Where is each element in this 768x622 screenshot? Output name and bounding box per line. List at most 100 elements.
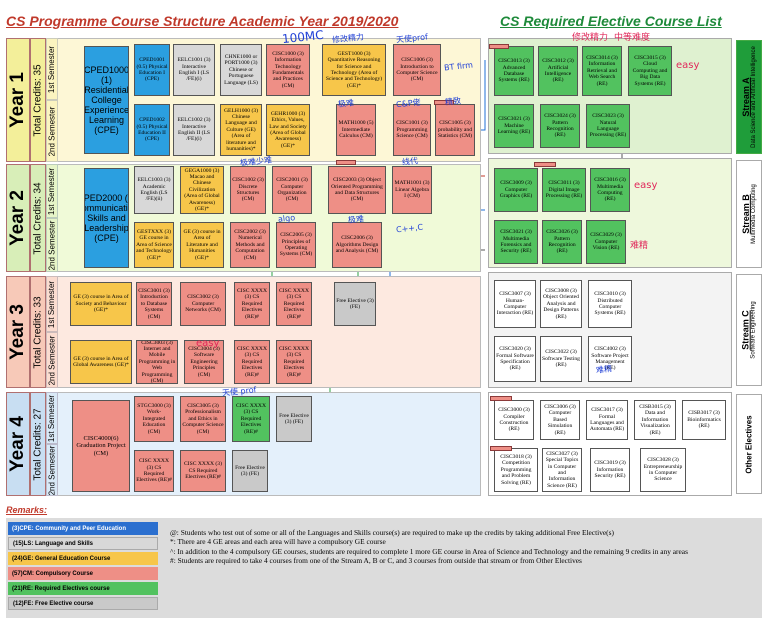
course-box: CISC3005 (3) Professionalism and Ethics … <box>180 396 226 442</box>
legend-ge: (24)GE: General Education Course <box>8 552 158 565</box>
course-box: CISC3001 (3) Introduction to Database Sy… <box>136 282 172 326</box>
course-box: EELC1003 (3) Academic English (LS /FE)(i… <box>134 166 174 214</box>
year2-label-box: Year 2 <box>6 164 30 272</box>
handwritten-note: 极难 <box>347 214 365 225</box>
elective-box: CISC3020 (3) Formal Software Specificati… <box>494 336 536 382</box>
course-box: CISC2003 (3) Object Oriented Programming… <box>328 166 386 214</box>
legend-ls: (15)LS: Language and Skills <box>8 537 158 550</box>
year4-label-box: Year 4 <box>6 392 30 496</box>
semester-label: 1st Semester <box>47 394 57 442</box>
credits-label: Total Credits: 34 <box>32 181 44 255</box>
handwritten-note: 中等难度 <box>614 33 651 43</box>
course-box: GEHR1000 (3) Ethics, Values, Law and Soc… <box>266 104 310 156</box>
course-code-tag <box>434 100 454 105</box>
stream-subtitle: Multimedia Computing <box>751 184 758 244</box>
course-box: GESTXXX (3) GE course in Area of Science… <box>134 222 174 268</box>
elective-box: CISC3026 (3) Pattern Recognition (RE) <box>542 220 582 264</box>
cped2000-box: CPED2000 (1) Communication Skills and Le… <box>84 168 129 268</box>
elective-box: CISC3010 (3) Distributed Computer System… <box>588 280 632 328</box>
course-box: CISC1005 (3) probability and Statistics … <box>435 104 475 156</box>
course-box: EELC1001 (3) Interactive English I (LS /… <box>173 44 215 96</box>
course-box: CISC1002 (3) Discrete Structures (CM) <box>230 166 266 214</box>
year1-sem2: 2nd Semester <box>46 100 58 162</box>
year4-sem2: 2nd Semester <box>46 444 58 496</box>
stream-name: Stream C <box>741 310 751 350</box>
remark-note: *: There are 4 GE areas and each area wi… <box>170 537 386 547</box>
elective-box: CISC3021 (3) Multimedia Forensics and Se… <box>494 220 538 264</box>
stream-subtitle: Data Science and Artificial Intelligence <box>751 46 758 148</box>
year-label: Year 2 <box>7 190 28 246</box>
legend-fe: (12)FE: Free Elective course <box>8 597 158 610</box>
course-box: MATH1001 (3) Linear Algebra I (CM) <box>392 166 432 214</box>
course-box: CISC1006 (3) Introduction to Computer Sc… <box>393 44 441 96</box>
year4-sem1: 1st Semester <box>46 392 58 444</box>
year3-credits-box: Total Credits: 33 <box>30 276 46 388</box>
semester-label: 2nd Semester <box>47 106 57 156</box>
year-label: Year 1 <box>7 72 28 128</box>
elective-box: CISC3028 (3) Entrepreneurship in Compute… <box>640 448 686 492</box>
course-box: GEST1000 (3) Quantitative Reasoning for … <box>322 44 386 96</box>
year1-credits-box: Total Credits: 35 <box>30 38 46 162</box>
course-box: CISC2001 (3) Computer Organization (CM) <box>272 166 312 214</box>
course-box: CHNE1000 or PORT1000 (3) Chinese or Port… <box>220 44 262 96</box>
course-box: CISC XXXX (3) CS Required Electives (RE)… <box>276 282 312 326</box>
remarks-notes: @: Students who test out of some or all … <box>170 528 760 566</box>
course-code-tag <box>534 162 556 167</box>
cped1000-box: CPED1000 (1) Residential College Experie… <box>84 46 129 154</box>
course-box: CISC3003 (3) Internet and Mobile Program… <box>136 340 178 384</box>
elective-box: CISC3012 (3) Artificial Intelligence (RE… <box>538 46 578 96</box>
stream-name: Stream B <box>741 194 752 234</box>
semester-label: 2nd Semester <box>47 445 57 495</box>
page-title: CS Programme Course Structure Academic Y… <box>6 13 399 29</box>
course-box: GEGA1000 (3) Macao and Chinese Civilizat… <box>180 166 224 214</box>
elective-box: CISC3022 (3) Software Testing (RE) <box>540 336 582 382</box>
course-box: CISC2002 (3) Numerical Methods and Compu… <box>230 222 270 268</box>
course-box: CISC2006 (3) Algorithms Design and Analy… <box>332 222 382 268</box>
handwritten-note: easy <box>676 60 700 71</box>
elective-box: CISC3007 (3) Human-Computer Interaction … <box>494 280 536 328</box>
course-box: CISC2005 (3) Principles of Operating Sys… <box>276 222 316 268</box>
course-box: GE (3) course in Area of Literature and … <box>180 222 224 268</box>
handwritten-note: easy <box>634 180 658 191</box>
elective-box: CISC3023 (3) Natural Language Processing… <box>586 104 630 148</box>
elective-list-title: CS Required Elective Course List <box>500 13 722 29</box>
course-box: CISC XXXX (3) CS Required Electives (RE)… <box>234 340 270 384</box>
course-code-tag <box>336 160 356 165</box>
course-box: Free Elective (3) (FE) <box>334 282 376 326</box>
year2-credits-box: Total Credits: 34 <box>30 164 46 272</box>
elective-box: CISC4002 (3) Software Project Management… <box>588 336 632 382</box>
elective-box: CISC3021 (3) Machine Learning (RE) <box>494 104 534 148</box>
elective-box: CISB3017 (3) Bioinformatics (RE) <box>682 400 726 440</box>
handwritten-note: 修改精力 <box>572 33 609 43</box>
elective-box: CISC3018 (3) Competition Programming and… <box>494 448 538 492</box>
course-box: CPED1001 (0.5) Physical Education I (CPE… <box>134 44 170 96</box>
elective-box: CISC3000 (3) Compiler Construction (RE) <box>494 400 534 440</box>
course-code-tag <box>490 446 512 451</box>
course-box: CISC XXXX (3) CS Required Electives (RE)… <box>234 282 270 326</box>
course-box: EELC1002 (3) Interactive English II (LS … <box>173 104 215 156</box>
course-box: Free Elective (3) (FE) <box>276 396 312 442</box>
legend-cm: (57)CM: Compulsory Course <box>8 567 158 580</box>
other-electives-label: Other Electives <box>736 394 762 494</box>
year2-sem1: 1st Semester <box>46 164 58 218</box>
elective-box: CISC3014 (3) Information Retrieval and W… <box>582 46 622 96</box>
year4-credits-box: Total Credits: 27 <box>30 392 46 496</box>
stream-name: Stream A <box>741 77 752 117</box>
stream-subtitle: Software Engineering <box>751 301 757 359</box>
handwritten-note: 难精 <box>630 241 649 251</box>
year-label: Year 3 <box>7 304 28 360</box>
semester-label: 2nd Semester <box>47 335 57 385</box>
handwritten-note: 难精 <box>595 364 613 375</box>
remark-note: #: Students are required to take 4 cours… <box>170 556 582 566</box>
year-label: Year 4 <box>7 416 28 472</box>
semester-label: 1st Semester <box>47 167 57 215</box>
elective-box: CISC3008 (3) Object Oriented Analysis an… <box>540 280 582 328</box>
elective-box: CISC3016 (3) Multimedia Computing (RE) <box>590 168 630 212</box>
semester-label: 1st Semester <box>47 280 57 328</box>
elective-box: CISC3019 (3) Information Security (RE) <box>590 448 630 492</box>
course-box: CISC XXXX (3) CS Required Electives (RE)… <box>232 396 270 442</box>
handwritten-note: 精致 <box>444 96 462 107</box>
